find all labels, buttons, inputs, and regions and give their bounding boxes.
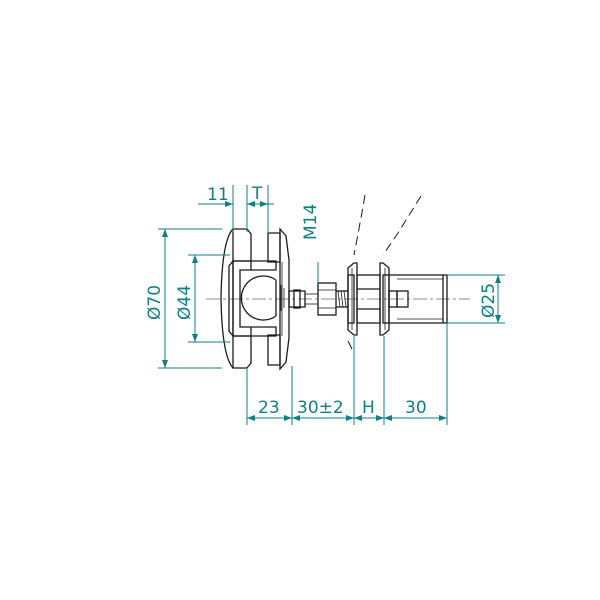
dim-bottom-chain: 23 30±2 H 30 — [246, 323, 448, 425]
dim-h-label: H — [362, 398, 375, 418]
dim-11: 11 — [198, 185, 248, 232]
dim-d25: Ø25 — [447, 274, 505, 324]
base-disc — [220, 228, 252, 369]
dim-d44-label: Ø44 — [175, 285, 195, 320]
ball-seat — [232, 260, 277, 337]
dim-30pm2-label: 30±2 — [297, 398, 344, 418]
dim-11-label: 11 — [207, 185, 229, 205]
dim-d70: Ø70 — [145, 228, 222, 369]
fitting-assembly — [206, 194, 470, 371]
dim-m14-label: M14 — [301, 204, 321, 240]
dimensions: 11 T M14 Ø70 — [145, 184, 505, 425]
dim-m14: M14 — [301, 204, 321, 283]
dim-30-label: 30 — [405, 398, 427, 418]
glass-pane-outline — [347, 194, 422, 350]
ball-joint — [240, 275, 285, 321]
dim-23-label: 23 — [258, 398, 280, 418]
dim-d25-label: Ø25 — [479, 283, 499, 318]
dim-d70-label: Ø70 — [145, 285, 165, 320]
dim-t: T — [247, 184, 274, 232]
dim-d44: Ø44 — [175, 254, 230, 343]
dim-t-label: T — [251, 184, 263, 204]
